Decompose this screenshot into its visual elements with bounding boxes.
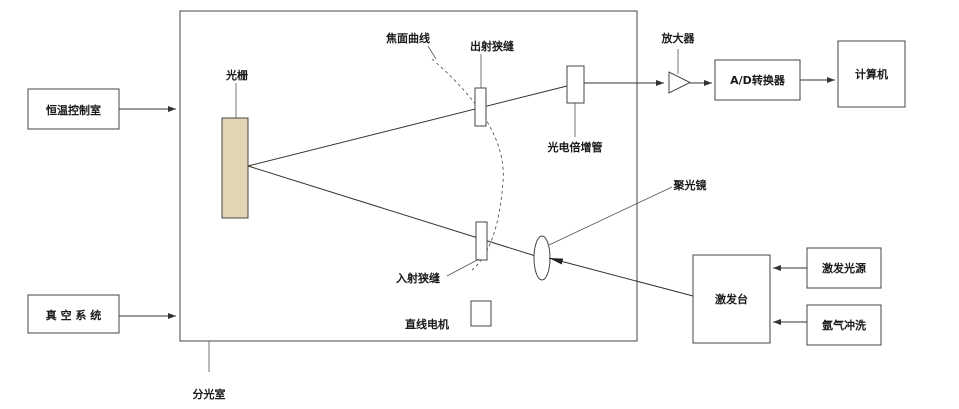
- incident-beam: [247, 165, 543, 259]
- entrance-slit-leader: [446, 258, 480, 277]
- thermostat-room-label: 恒温控制室: [46, 103, 101, 117]
- computer-label: 计算机: [855, 67, 888, 81]
- grating-label: 光栅: [225, 68, 248, 82]
- photomultiplier-tube: [566, 65, 585, 104]
- exit-slit-label: 出射狭缝: [470, 39, 514, 53]
- ad-converter-label: A/D转换器: [730, 73, 786, 87]
- thermostat-room-box: [27, 88, 120, 130]
- excitation-source-label: 激发光源: [822, 261, 866, 275]
- focal-curve: [431, 58, 504, 271]
- excitation-stage-box: [692, 254, 771, 344]
- focal-curve-label: 焦面曲线: [385, 31, 430, 45]
- excitation-stage-label: 激发台: [715, 292, 748, 306]
- amplifier-label: 放大器: [661, 31, 696, 45]
- excitation-light-arrow: [548, 257, 694, 297]
- entrance-slit: [475, 221, 488, 261]
- ad-converter-box: [714, 59, 801, 101]
- vacuum-system-label: 真 空 系 统: [46, 308, 102, 322]
- condenser-lens-label: 聚光镜: [673, 178, 707, 192]
- spectrometer-room-label: 分光室: [193, 387, 226, 401]
- argon-flush-label: 氩气冲洗: [821, 318, 866, 332]
- linear-motor: [470, 300, 492, 327]
- vacuum-system-box: [27, 294, 120, 334]
- entrance-slit-label: 入射狭缝: [396, 271, 440, 285]
- linear-motor-label: 直线电机: [405, 317, 449, 331]
- excitation-source-box: [806, 247, 882, 289]
- diffracted-beam: [247, 85, 568, 167]
- focal-curve-leader: [427, 45, 437, 60]
- exit-slit: [474, 87, 487, 127]
- spectrometer-chamber: [179, 10, 638, 342]
- photomultiplier-label: 光电倍增管: [547, 140, 603, 154]
- amplifier-symbol: [668, 71, 692, 94]
- computer-box: [837, 40, 906, 108]
- condenser-lens: [533, 235, 551, 281]
- condenser-lens-leader: [548, 186, 673, 246]
- grating-element: [221, 117, 249, 219]
- argon-flush-box: [806, 304, 882, 346]
